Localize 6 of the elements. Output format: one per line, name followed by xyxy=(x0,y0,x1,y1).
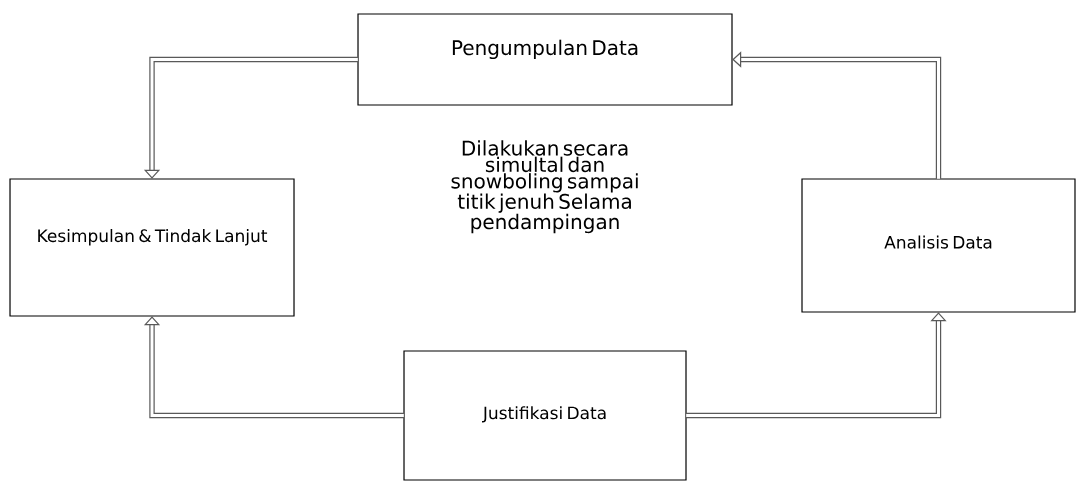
process-box: Pengumpulan Data xyxy=(357,13,733,106)
note-text: Dilakukan secara simultal dan snowboling sampai titik jenuh Selama pendampingan xyxy=(451,140,638,234)
process-box: Justifikasi Data xyxy=(403,350,687,481)
arrow xyxy=(143,316,404,419)
process-box: Kesimpulan & Tindak Lanjut xyxy=(9,178,295,317)
process-box: Analisis Data xyxy=(801,178,1076,313)
